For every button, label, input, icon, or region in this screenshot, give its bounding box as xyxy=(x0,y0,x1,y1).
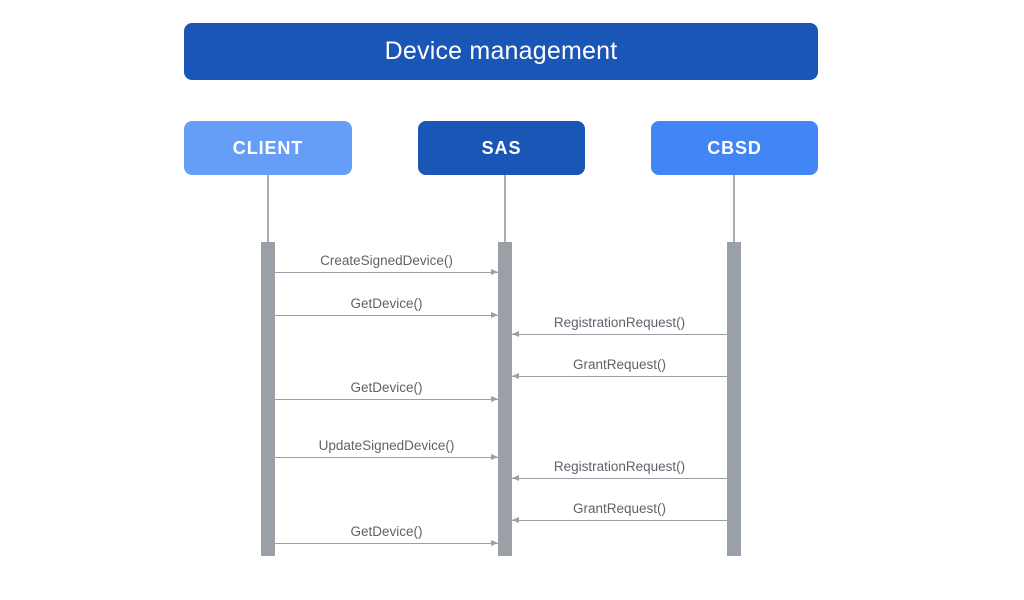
message-label: GetDevice() xyxy=(350,295,423,311)
arrowhead-right-icon xyxy=(491,539,498,546)
message-label: GetDevice() xyxy=(350,523,423,539)
participant-cbsd[interactable]: CBSD xyxy=(651,121,818,175)
arrowhead-right-icon xyxy=(491,395,498,402)
message-line xyxy=(275,457,498,458)
arrowhead-left-icon xyxy=(512,516,519,523)
message-line xyxy=(512,520,727,521)
arrowhead-right-icon xyxy=(491,453,498,460)
activation-bar-client xyxy=(261,242,275,556)
diagram-title: Device management xyxy=(384,37,618,65)
participant-label-client: CLIENT xyxy=(232,138,304,158)
message-line xyxy=(275,543,498,544)
message-label: GrantRequest() xyxy=(572,500,667,516)
diagram-title-bar: Device management xyxy=(184,23,818,80)
message-label: RegistrationRequest() xyxy=(553,458,686,474)
message-line xyxy=(512,334,727,335)
participant-label-cbsd: CBSD xyxy=(707,138,762,158)
message-line xyxy=(512,478,727,479)
participant-client[interactable]: CLIENT xyxy=(184,121,352,175)
message-label: GetDevice() xyxy=(350,379,423,395)
message-line xyxy=(275,315,498,316)
message-line xyxy=(512,376,727,377)
participant-label-sas: SAS xyxy=(481,138,522,158)
message-line xyxy=(275,399,498,400)
message-label: GrantRequest() xyxy=(572,356,667,372)
arrowhead-left-icon xyxy=(512,330,519,337)
message-label: RegistrationRequest() xyxy=(553,314,686,330)
message-line xyxy=(275,272,498,273)
arrowhead-left-icon xyxy=(512,372,519,379)
activation-bar-cbsd xyxy=(727,242,741,556)
arrowhead-left-icon xyxy=(512,474,519,481)
arrowhead-right-icon xyxy=(491,268,498,275)
participant-sas[interactable]: SAS xyxy=(418,121,585,175)
activation-bar-sas xyxy=(498,242,512,556)
message-label: UpdateSignedDevice() xyxy=(318,437,455,453)
message-label: CreateSignedDevice() xyxy=(320,252,453,268)
arrowhead-right-icon xyxy=(491,311,498,318)
